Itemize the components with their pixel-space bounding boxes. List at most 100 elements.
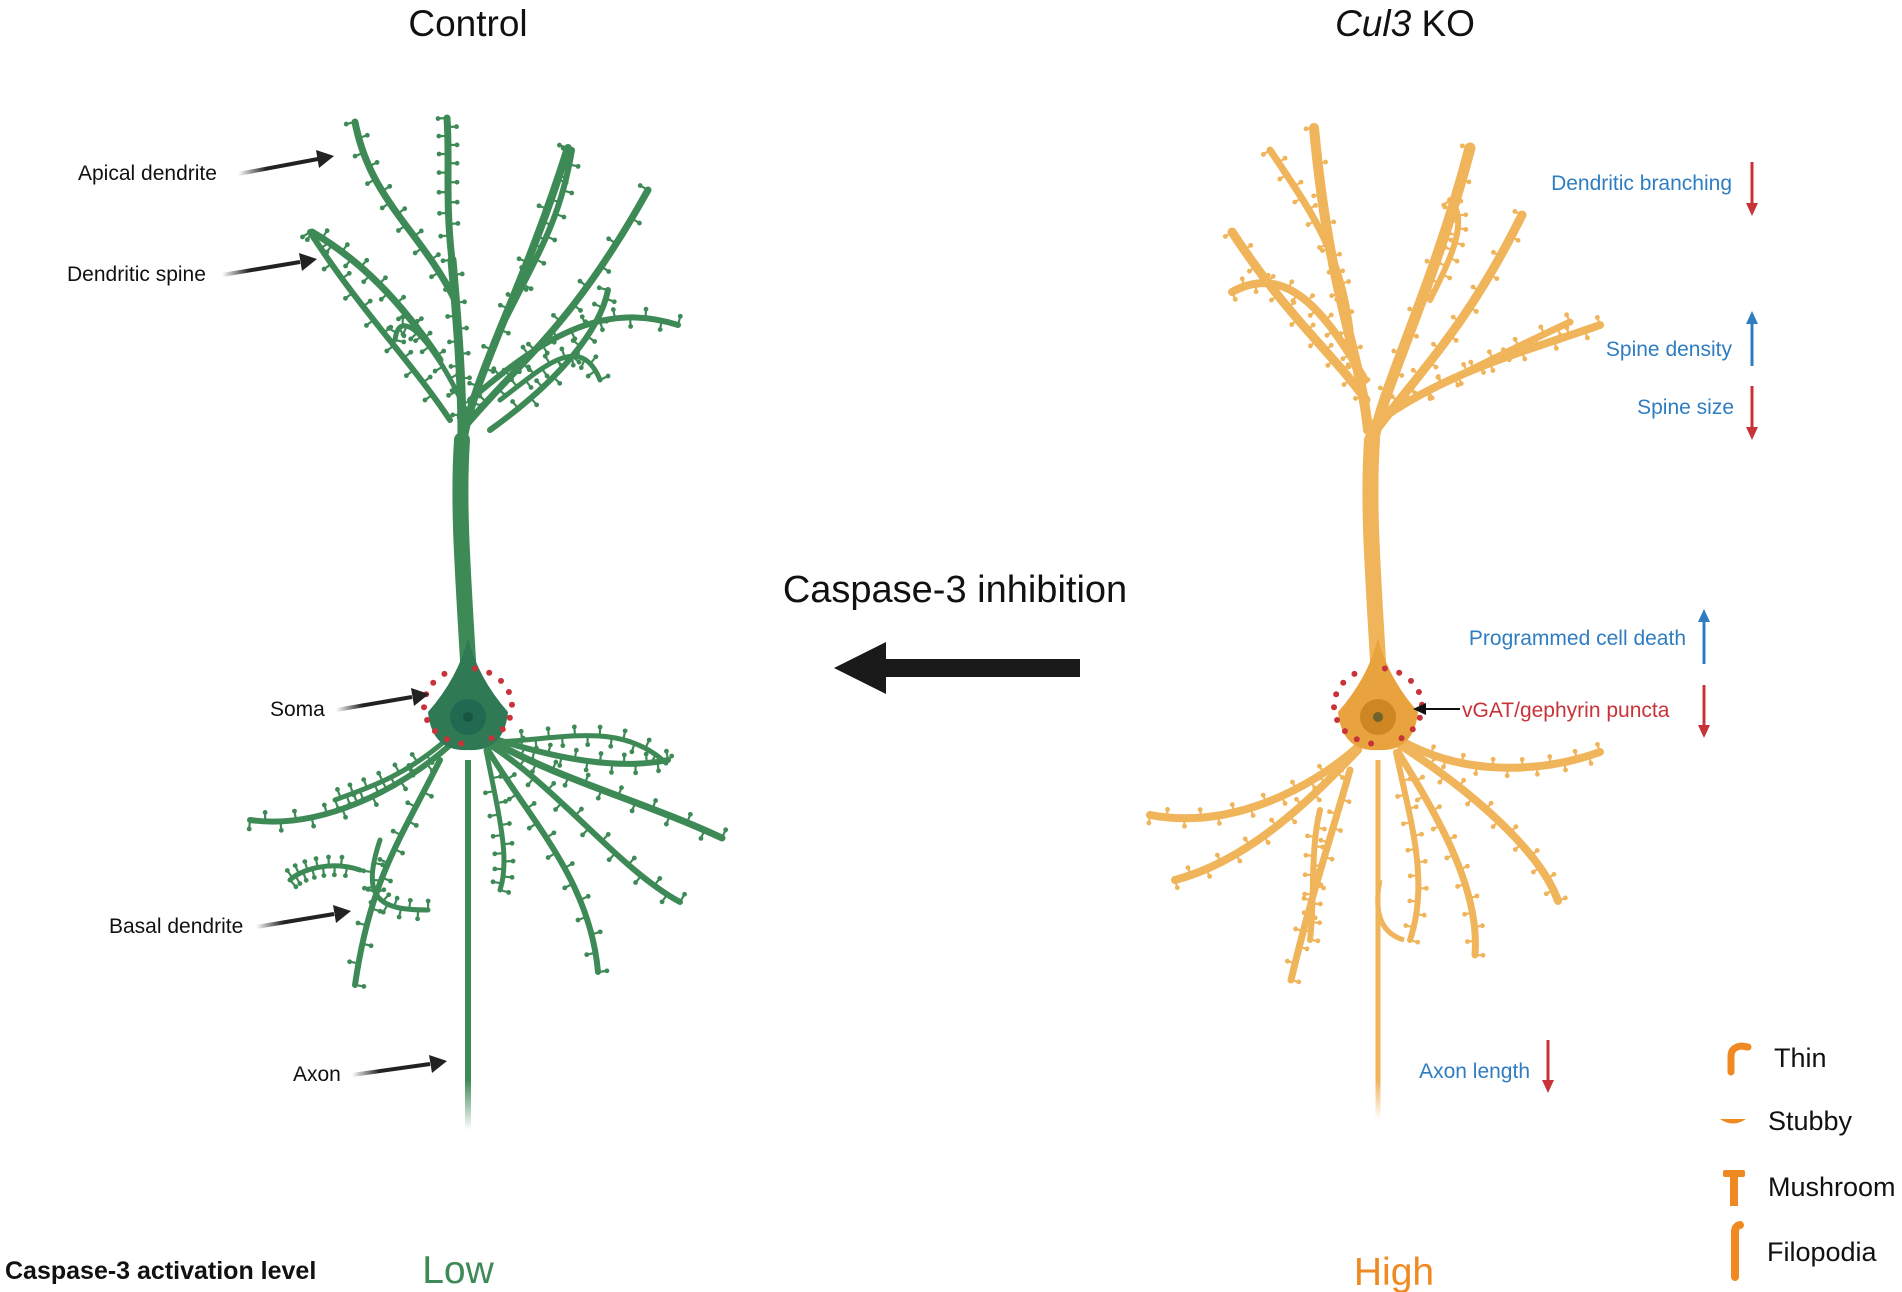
spine-head — [1358, 344, 1363, 350]
spine-head — [1272, 290, 1278, 295]
spine-head — [1558, 332, 1563, 338]
annotation-axon-length: Axon length — [1419, 1040, 1554, 1093]
spine-head — [657, 876, 663, 881]
axon-collateral — [1375, 879, 1405, 943]
spine-head — [1340, 356, 1346, 362]
spine-head — [1302, 891, 1308, 897]
spine-head — [415, 916, 420, 922]
spine-head — [1460, 242, 1466, 248]
spine-head — [343, 121, 349, 127]
spine-head — [1480, 923, 1485, 929]
spine-head — [365, 181, 370, 187]
spine-head — [1522, 356, 1528, 362]
spine-head — [401, 339, 407, 345]
spine-head — [1422, 858, 1428, 864]
dendritic-branching-label: Dendritic branching — [1551, 172, 1732, 195]
spine-head — [278, 827, 284, 833]
spine-head — [1301, 895, 1307, 901]
spine-head — [343, 814, 348, 820]
spine-head — [578, 307, 583, 313]
spine-head — [1323, 159, 1328, 165]
spine-head — [373, 802, 379, 807]
spine-head — [597, 929, 603, 935]
down-arrow-icon — [1746, 386, 1758, 440]
spine-head — [1534, 848, 1540, 853]
spine-head — [1317, 763, 1322, 769]
spine-head — [1269, 297, 1274, 303]
dendritic-spine-label: Dendritic spine — [67, 263, 206, 286]
spine-head — [1403, 923, 1409, 928]
annotation-programmed-cell-death: Programmed cell death — [1469, 609, 1710, 664]
spine-head — [377, 857, 383, 862]
spine-head — [1313, 202, 1318, 208]
spine-head — [384, 348, 390, 354]
ko-title: Cul3 KO — [1335, 3, 1475, 44]
spine-head — [1461, 752, 1466, 758]
inhibitory-puncta — [1351, 670, 1358, 677]
spine-head — [576, 359, 582, 365]
spine-head — [606, 857, 612, 863]
spine-head — [1246, 268, 1252, 274]
dendrite-branch — [287, 863, 363, 883]
vgat-pointer-head — [1413, 703, 1426, 715]
spine-head — [1407, 776, 1413, 782]
spine-head — [1431, 341, 1436, 347]
inhibitory-puncta — [441, 670, 448, 677]
stubby-spine-icon — [1720, 1119, 1746, 1124]
dendrite-branch — [497, 147, 575, 333]
spine-head — [608, 743, 614, 749]
spine-head — [1474, 893, 1480, 899]
spine-head — [1277, 176, 1283, 182]
filopodia-spine-icon — [1731, 1221, 1744, 1281]
spine-head — [498, 774, 503, 779]
up-arrow-icon — [1746, 311, 1758, 366]
spine-head — [1265, 840, 1271, 845]
mushroom-spine-cap — [1723, 1170, 1745, 1177]
spine-head — [1328, 342, 1334, 348]
spine-head — [355, 920, 361, 926]
spine-head — [388, 878, 393, 884]
spine-head — [1463, 227, 1469, 232]
spine-head — [544, 373, 550, 379]
spine-head — [1304, 946, 1310, 952]
spine-head — [379, 205, 385, 211]
spine-head — [1488, 800, 1494, 806]
spine-head — [346, 270, 352, 276]
spine-head — [454, 142, 460, 148]
inhibition-arrow — [834, 642, 1080, 694]
spine-head — [1553, 345, 1559, 351]
dendrite-branch — [1362, 432, 1386, 668]
inhibitory-puncta — [1353, 736, 1360, 743]
spine-head — [1182, 823, 1187, 829]
spine-head — [361, 868, 367, 874]
spine-head — [592, 301, 597, 307]
spine-head — [1282, 800, 1288, 806]
spine-head — [292, 808, 297, 814]
spine-head — [1435, 374, 1441, 380]
spine-head — [585, 893, 591, 899]
spine-head — [1232, 296, 1238, 302]
spine-head — [325, 240, 331, 246]
label-basal-dendrite: Basal dendrite — [109, 905, 351, 938]
spine-head — [1329, 856, 1335, 862]
spine-head — [1543, 891, 1549, 897]
spine-head — [528, 385, 534, 390]
spine-head — [403, 786, 408, 792]
annotation-dendritic-branching: Dendritic branching — [1551, 162, 1758, 216]
spine-head — [400, 850, 405, 856]
spine-head — [1269, 817, 1274, 823]
spine-head — [573, 747, 579, 753]
spine-head — [1292, 199, 1298, 205]
spine-head — [1454, 258, 1460, 264]
spine-head — [401, 333, 407, 339]
spine-head — [1265, 272, 1271, 278]
spine-head — [362, 885, 367, 891]
spine-head — [1329, 293, 1335, 299]
spine-head — [578, 365, 584, 371]
spine-head — [1473, 771, 1479, 776]
spine-head — [1250, 813, 1256, 818]
spine-head — [619, 785, 624, 791]
inhibitory-puncta — [431, 728, 438, 735]
dendrite-group — [1146, 123, 1604, 985]
inhibitory-puncta — [1341, 728, 1348, 735]
